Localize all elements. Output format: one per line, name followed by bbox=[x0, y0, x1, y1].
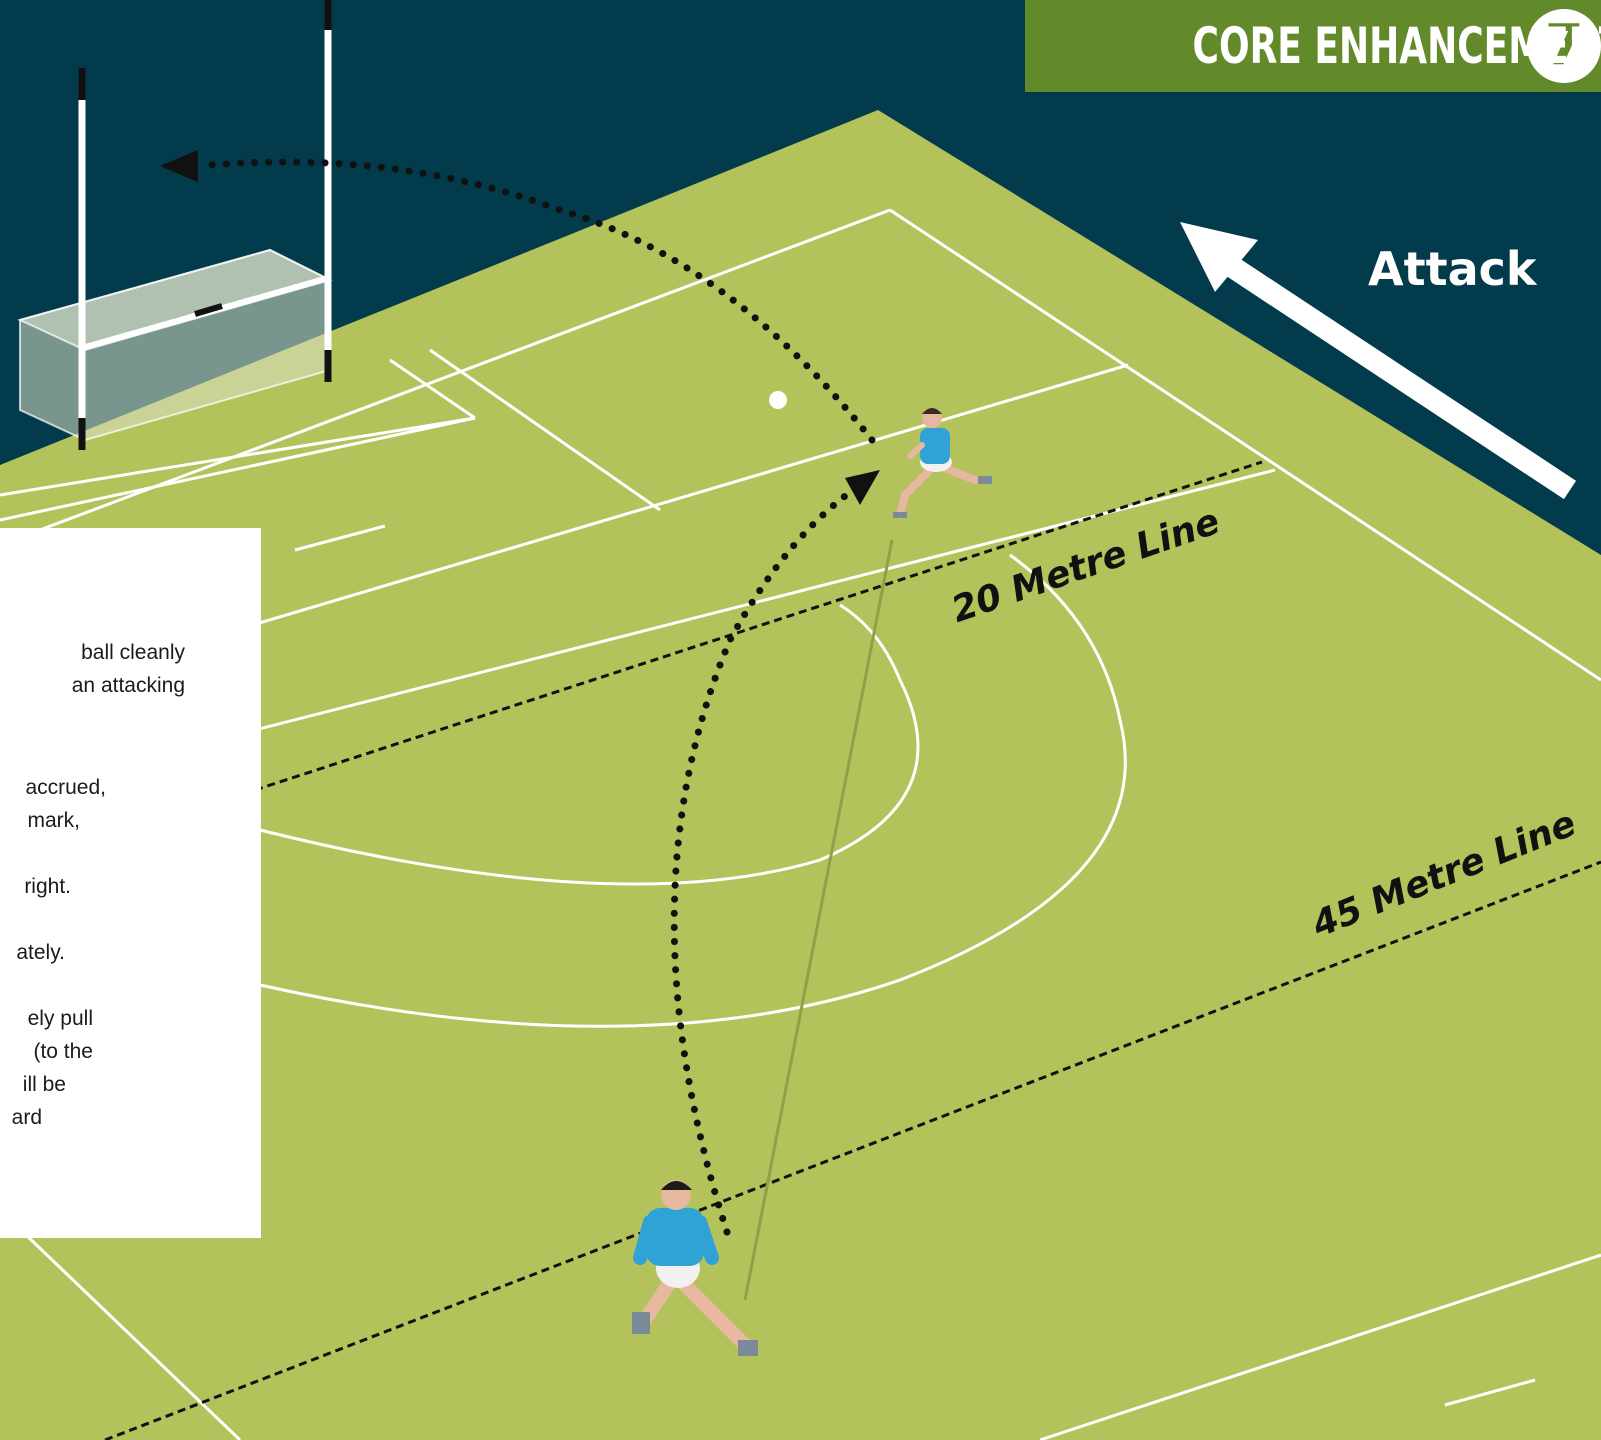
info-line: ely pull bbox=[27, 1007, 93, 1030]
player-receiver bbox=[893, 408, 992, 519]
kick-arrowhead bbox=[845, 470, 880, 505]
pass-arrowhead bbox=[160, 150, 198, 182]
ball-paths bbox=[206, 158, 876, 1236]
info-line: ately. bbox=[16, 941, 65, 964]
goal-posts bbox=[78, 0, 332, 450]
core-enhancement-banner: CORE ENHANCEMENT 7 bbox=[1025, 0, 1601, 92]
forty-five-metre-line bbox=[104, 860, 1601, 1440]
info-line: mark, bbox=[27, 809, 81, 832]
ball bbox=[769, 391, 787, 409]
attack-arrow-icon bbox=[1180, 222, 1577, 500]
info-line: (to the bbox=[33, 1040, 93, 1063]
run-line bbox=[743, 539, 894, 1301]
info-line: an attacking bbox=[71, 674, 185, 697]
info-line: right. bbox=[24, 875, 71, 898]
player-kicker bbox=[632, 1180, 758, 1356]
pitch-surface bbox=[0, 110, 1601, 1440]
banner-number-badge: 7 bbox=[1527, 9, 1601, 83]
banner-title: CORE ENHANCEMENT bbox=[1192, 17, 1601, 75]
info-line: accrued, bbox=[25, 776, 106, 799]
info-box: ball cleanly an attacking accrued, mark,… bbox=[0, 528, 261, 1238]
info-line: ard bbox=[11, 1106, 42, 1129]
twenty-metre-line bbox=[254, 460, 1263, 792]
hand-pass-path bbox=[206, 158, 876, 444]
kick-path bbox=[670, 478, 869, 1236]
dashed-lines bbox=[104, 460, 1601, 1440]
info-line: ill be bbox=[22, 1073, 66, 1096]
attack-label: Attack bbox=[1368, 242, 1537, 296]
info-line: ball cleanly bbox=[81, 641, 185, 664]
